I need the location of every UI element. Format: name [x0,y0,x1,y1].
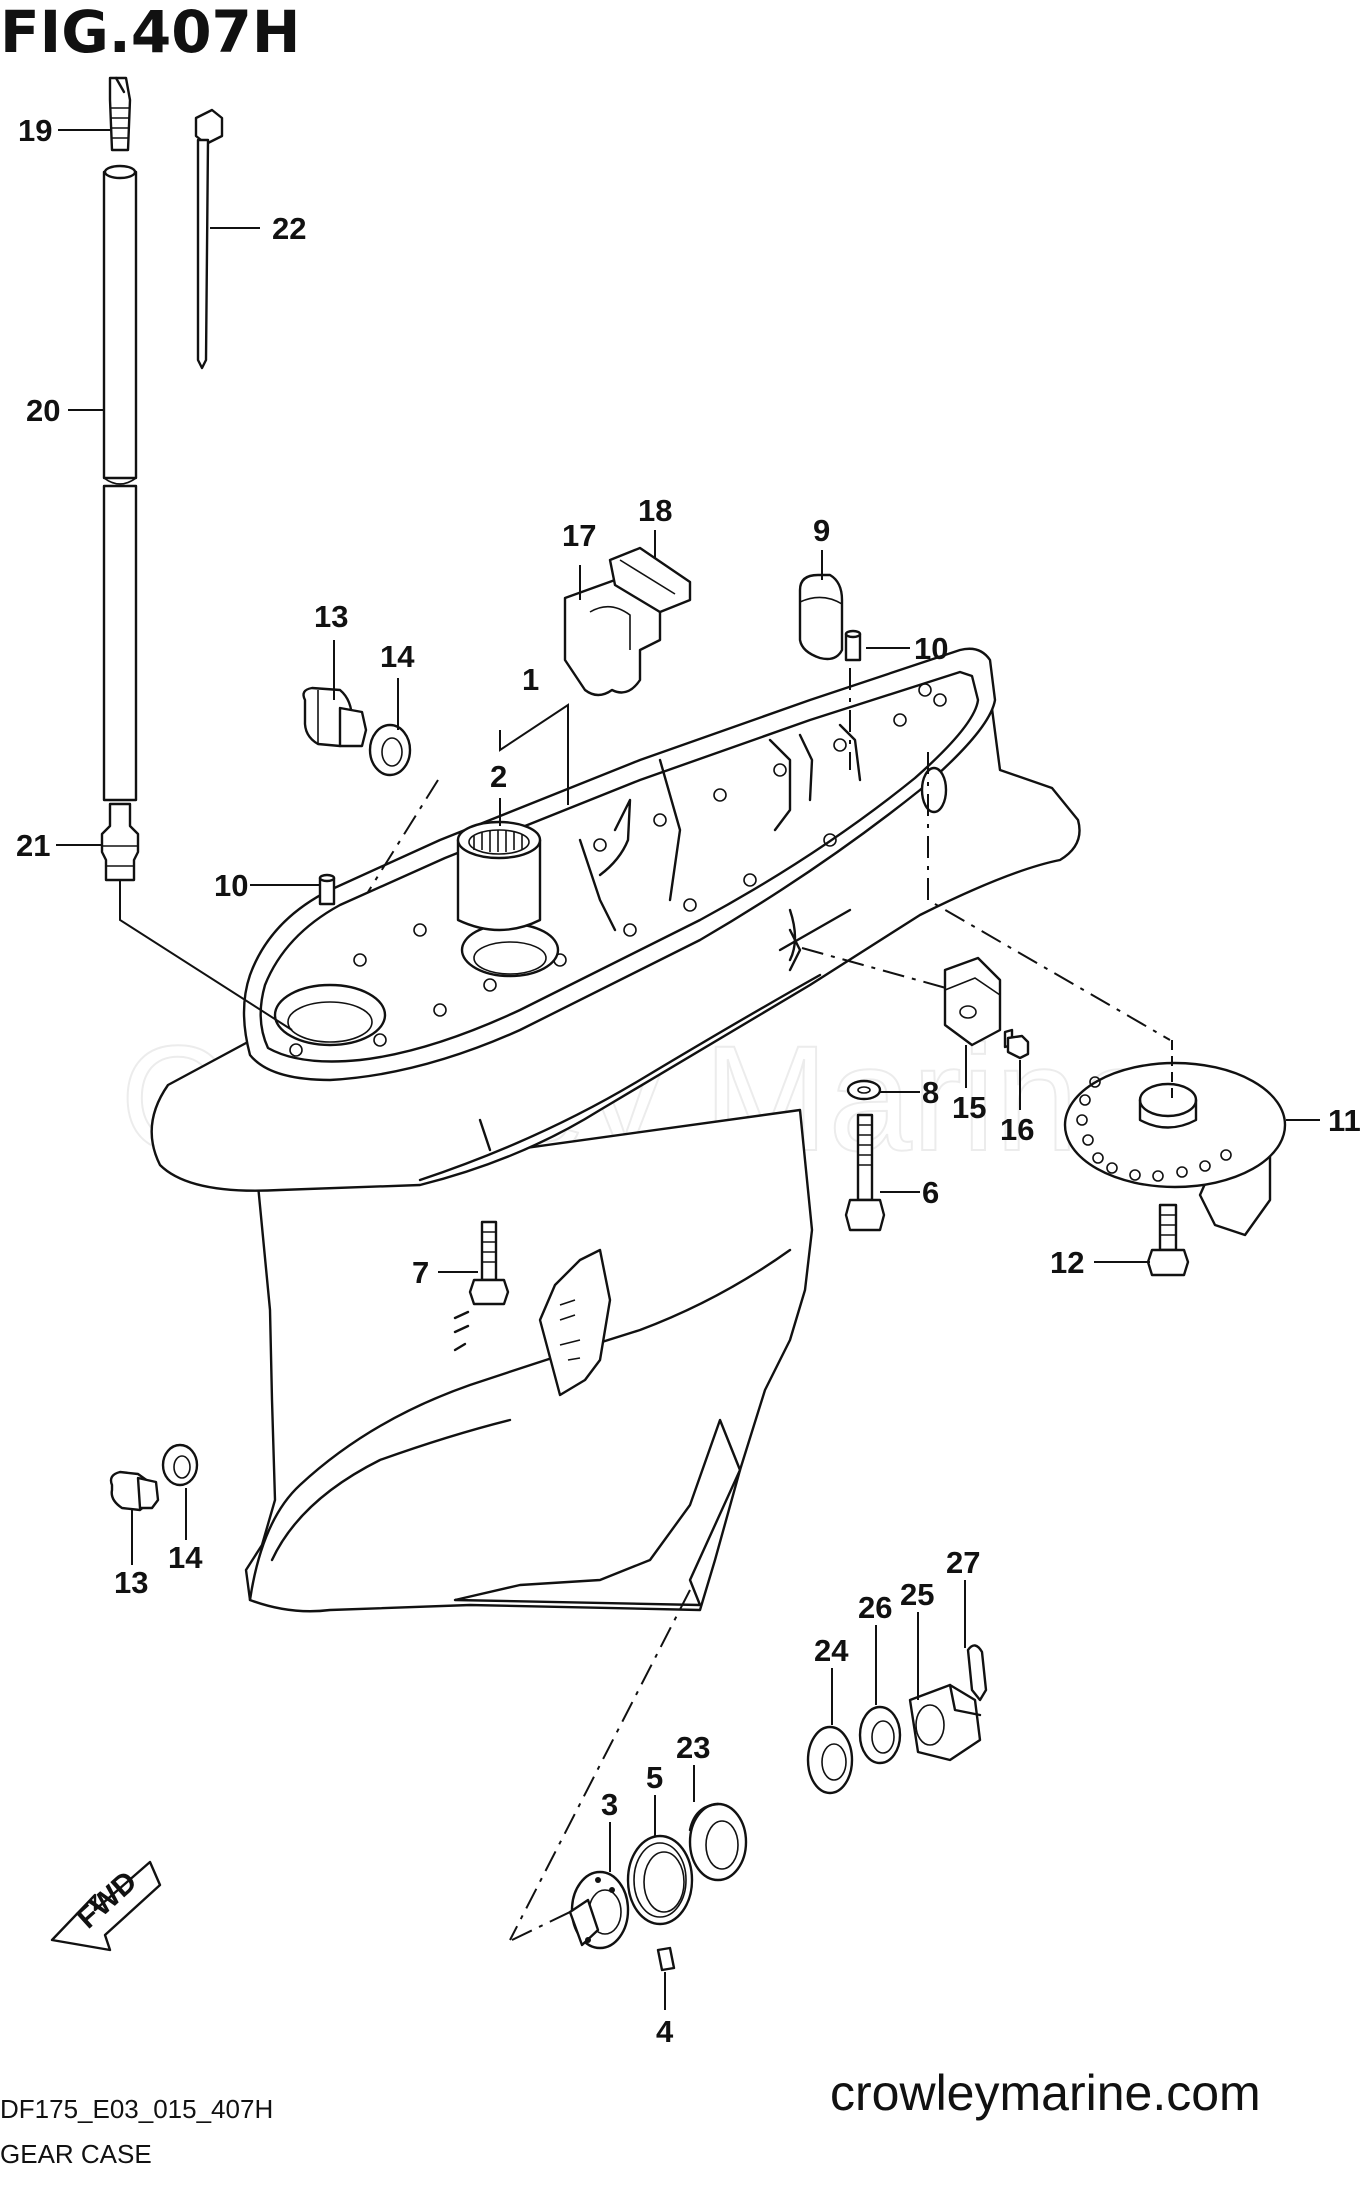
section-name: GEAR CASE [0,2139,152,2169]
callout-7[interactable]: 7 [412,1255,429,1290]
part-7-bolt[interactable] [468,1220,510,1306]
website-label: crowleymarine.com [830,2065,1261,2121]
callout-12[interactable]: 12 [1050,1245,1084,1280]
callout-2[interactable]: 2 [490,759,507,794]
callout-14-lower[interactable]: 14 [168,1540,203,1575]
part-6-bolt[interactable] [844,1113,886,1232]
callout-1[interactable]: 1 [522,662,539,697]
callout-27[interactable]: 27 [946,1545,980,1580]
part-8-washer[interactable] [846,1079,882,1101]
part-23-thrust-washer[interactable] [688,1802,748,1882]
callout-22[interactable]: 22 [272,211,306,246]
callout-4[interactable]: 4 [656,2014,674,2049]
callout-13-upper[interactable]: 13 [314,599,348,634]
part-21-grommet[interactable] [100,802,140,882]
callout-9[interactable]: 9 [813,513,830,548]
callout-6[interactable]: 6 [922,1175,939,1210]
part-2-bushing[interactable] [456,820,542,932]
callout-20[interactable]: 20 [26,393,60,428]
part-18-bracket[interactable] [608,546,692,614]
part-24-spacer[interactable] [806,1725,854,1795]
callout-16[interactable]: 16 [1000,1112,1034,1147]
callout-15[interactable]: 15 [952,1090,986,1125]
callout-13-lower[interactable]: 13 [114,1565,148,1600]
part-11-trim-tab[interactable] [1063,1061,1287,1237]
part-12-bolt[interactable] [1146,1203,1190,1277]
part-15-anode-block[interactable] [943,956,1002,1047]
callout-17[interactable]: 17 [562,518,596,553]
part-10-dowel-pin-lower[interactable] [318,873,336,906]
part-19-breather[interactable] [108,76,132,152]
part-17-cover[interactable] [563,578,662,697]
alignment-lines [367,668,1173,1941]
part-26-washer[interactable] [858,1705,902,1765]
callout-3[interactable]: 3 [601,1787,618,1822]
callout-21[interactable]: 21 [16,828,50,863]
figure-title: FIG.407H [0,0,300,66]
part-13-plug-upper[interactable] [302,686,368,748]
callout-24[interactable]: 24 [814,1633,849,1668]
part-25-prop-nut[interactable] [908,1683,982,1762]
callout-10-upper[interactable]: 10 [914,631,948,666]
callout-10-lower[interactable]: 10 [214,868,248,903]
part-16-bolt[interactable] [1003,1028,1030,1060]
part-3-propeller-hub[interactable] [568,1870,630,1950]
part-1-gear-case-housing[interactable] [150,647,1081,1613]
callout-18[interactable]: 18 [638,493,672,528]
part-13-plug-lower[interactable] [109,1470,160,1512]
part-27-cotter-pin[interactable] [966,1644,988,1702]
part-5-bearing[interactable] [626,1834,694,1926]
callout-labels: 19 22 20 21 18 17 9 10 13 14 1 2 10 8 15… [16,113,1361,2049]
drawing-code: DF175_E03_015_407H [0,2094,273,2124]
part-20-water-tube[interactable] [102,164,138,802]
part-10-dowel-pin-upper[interactable] [844,629,862,662]
callout-11[interactable]: 11 [1328,1103,1361,1138]
callout-23[interactable]: 23 [676,1730,710,1765]
callout-8[interactable]: 8 [922,1075,939,1110]
callout-19[interactable]: 19 [18,113,52,148]
callout-5[interactable]: 5 [646,1760,663,1795]
part-9-pad[interactable] [798,573,844,661]
part-4-pin[interactable] [656,1946,676,1972]
forward-direction-arrow: FWD [50,1860,162,1952]
part-14-gasket-upper[interactable] [368,723,412,777]
callout-14-upper[interactable]: 14 [380,639,415,674]
callout-26[interactable]: 26 [858,1590,892,1625]
part-14-gasket-lower[interactable] [161,1443,199,1487]
callout-25[interactable]: 25 [900,1577,934,1612]
leader-lines [56,129,1320,2010]
part-22-cable-tie[interactable] [194,108,224,370]
